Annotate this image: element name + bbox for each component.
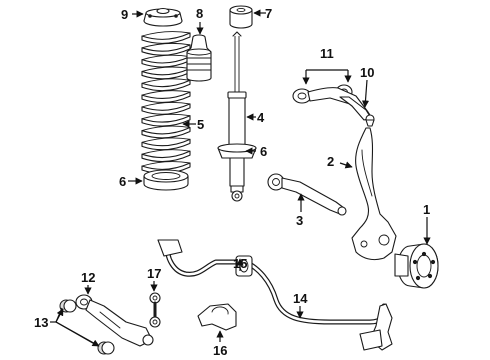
coil-turn: [141, 150, 191, 163]
coil-spring: [141, 31, 191, 174]
coil-turn-back: [141, 78, 191, 84]
coil-turn: [141, 138, 191, 151]
lower-spring-seat: [143, 169, 189, 191]
callout-6-strut: 6: [260, 144, 267, 159]
callout-7: 7: [265, 6, 272, 21]
callout-10: 10: [360, 65, 374, 80]
callout-13: 13: [34, 315, 48, 330]
stabilizer-link: [149, 292, 161, 328]
upper-ball-joint: [365, 119, 375, 127]
callout-4: 4: [257, 110, 265, 125]
upper-control-arm: [292, 84, 375, 124]
coil-turn-back: [141, 31, 191, 37]
leader-lines: [50, 9, 431, 347]
callout-12: 12: [81, 270, 95, 285]
coil-turn-back: [141, 54, 191, 61]
coil-turn: [141, 32, 191, 44]
steering-knuckle: [351, 127, 397, 261]
control-arm-bushing-lower: [97, 341, 115, 355]
callout-11: 11: [320, 46, 334, 61]
callout-6-seat: 6: [119, 174, 126, 189]
hub-bearing: [394, 243, 439, 289]
callout-14: 14: [293, 291, 308, 306]
coil-turn-back: [141, 90, 191, 96]
coil-turn-back: [141, 113, 191, 120]
coil-turn: [141, 91, 191, 103]
coil-turn-back: [141, 42, 191, 49]
callout-8: 8: [196, 6, 203, 21]
coil-turn-back: [141, 66, 191, 72]
stabilizer-bar: [157, 239, 393, 351]
callout-1: 1: [423, 202, 430, 217]
coil-turn: [141, 103, 191, 115]
coil-turn-back: [141, 149, 191, 155]
control-arm-bushing-upper: [59, 299, 77, 313]
coil-turn: [141, 126, 191, 139]
callout-16: 16: [213, 343, 227, 358]
callout-numbers: 9 8 7 5 4 6 6 11 10 2 3 1 15 12 17 14 13…: [34, 6, 430, 358]
upper-spring-mount: [143, 7, 183, 27]
callout-5: 5: [197, 117, 204, 132]
strut-assembly: [217, 31, 257, 202]
coil-turn-back: [141, 161, 191, 167]
callout-15: 15: [233, 256, 247, 271]
coil-turn-back: [141, 137, 191, 143]
bushing-bracket: [197, 303, 237, 331]
coil-turn: [141, 115, 191, 127]
coil-turn-back: [141, 102, 191, 108]
callout-3: 3: [296, 213, 303, 228]
tension-strut: [267, 173, 347, 216]
dust-boot: [186, 34, 212, 82]
coil-turn: [141, 79, 191, 92]
callout-17: 17: [147, 266, 161, 281]
lower-control-arm: [75, 294, 154, 347]
callout-9: 9: [121, 7, 128, 22]
bump-stop: [229, 5, 253, 29]
callout-2: 2: [327, 154, 334, 169]
